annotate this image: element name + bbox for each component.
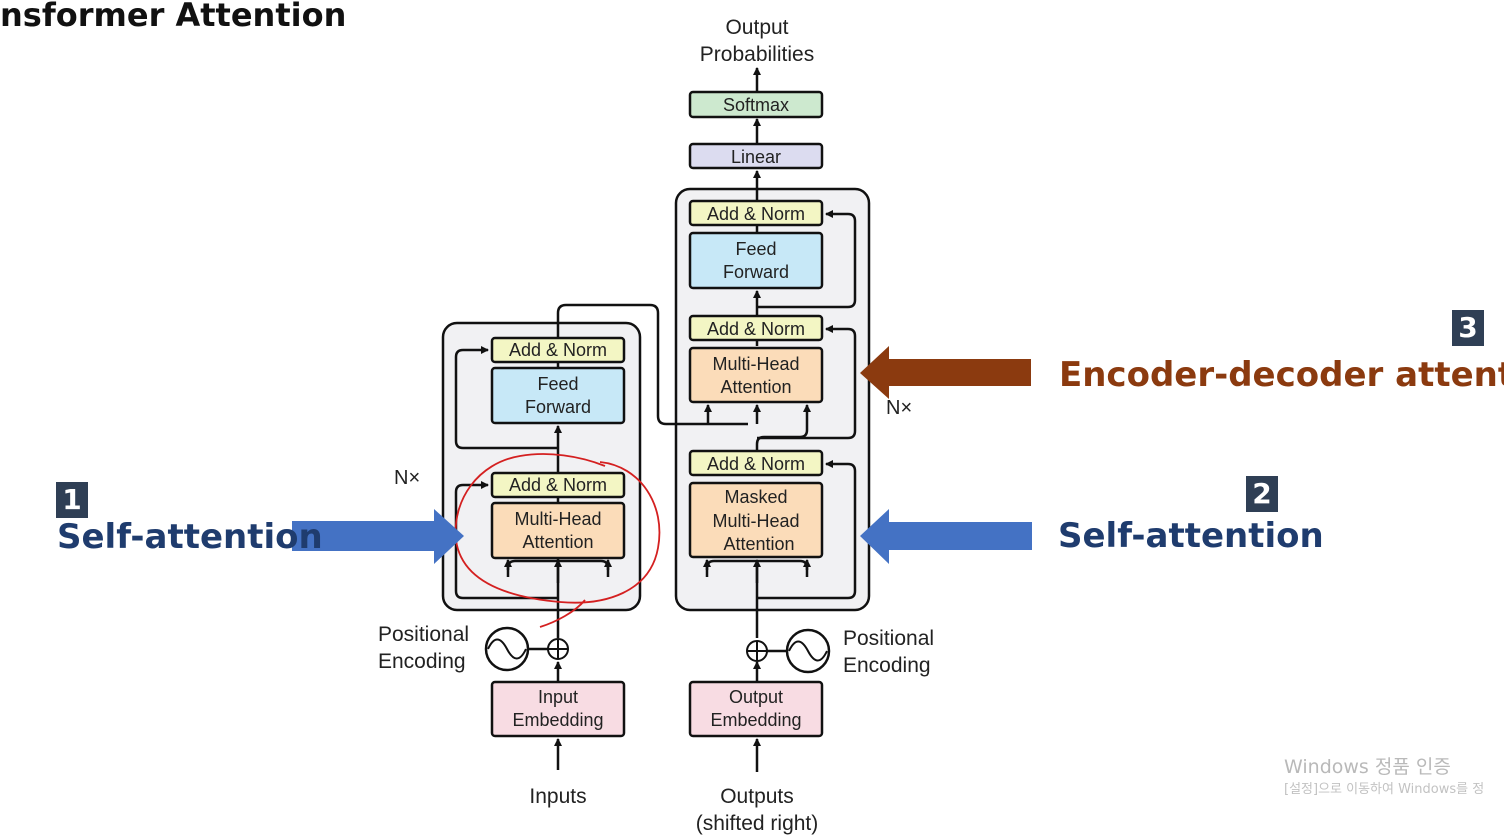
outputs-line2: (shifted right) — [696, 812, 819, 835]
dec-sine-wave-icon — [785, 628, 831, 674]
brown-arrow — [860, 346, 1031, 399]
dec-feed-forward-line2: Forward — [723, 262, 789, 282]
dec-multi-head-attention — [688, 346, 824, 404]
enc-mha-line2: Attention — [522, 532, 593, 552]
dec-masked-line2: Multi-Head — [712, 511, 799, 531]
enc-add-norm-top — [490, 336, 626, 364]
red-highlight-tail — [539, 599, 586, 628]
enc-feed-forward — [490, 366, 626, 425]
softmax-box — [688, 90, 824, 119]
dec-add-norm-top — [688, 199, 824, 227]
inputs-label: Inputs — [529, 785, 586, 808]
dec-masked-multi-head-attention — [688, 481, 824, 559]
annotation-label-2: Self-attention — [1058, 516, 1324, 556]
enc-mha-line1: Multi-Head — [514, 509, 601, 529]
dec-add-norm-bottom — [688, 449, 824, 477]
annotation-badge-1: 1 — [56, 482, 88, 518]
encoder-block — [441, 321, 642, 612]
output-probabilities-line1: Output — [725, 16, 788, 39]
input-embedding-line2: Embedding — [512, 710, 603, 730]
blue-arrow-left — [292, 509, 464, 564]
windows-activation-watermark: Windows 정품 인증 — [1284, 756, 1451, 778]
dec-feed-forward — [688, 231, 824, 290]
output-embedding-box — [688, 680, 824, 738]
dec-mha-line2: Attention — [720, 377, 791, 397]
output-probabilities-line2: Probabilities — [700, 43, 814, 66]
dec-add-norm-bottom-label: Add & Norm — [707, 454, 805, 474]
dec-add-icon — [746, 640, 768, 662]
output-embedding-line2: Embedding — [710, 710, 801, 730]
outputs-line1: Outputs — [720, 785, 794, 808]
enc-feed-forward-line1: Feed — [537, 374, 578, 394]
enc-add-norm-bottom — [490, 471, 626, 499]
enc-add-icon — [547, 638, 569, 660]
enc-add-norm-top-label: Add & Norm — [509, 340, 607, 360]
page-title: nsformer Attention — [0, 0, 347, 34]
dec-add-norm-top-label: Add & Norm — [707, 204, 805, 224]
enc-multi-head-attention — [490, 501, 626, 560]
blue-arrow-right — [860, 509, 1032, 564]
enc-nx-label: N× — [394, 467, 420, 489]
dec-positional-encoding-line2: Encoding — [843, 654, 931, 677]
input-embedding-box — [490, 680, 626, 738]
input-embedding-line1: Input — [538, 687, 578, 707]
dec-nx-label: N× — [886, 397, 912, 419]
annotation-badge-3: 3 — [1452, 310, 1484, 346]
windows-activation-hint: [설정]으로 이동하여 Windows를 정 — [1284, 782, 1485, 797]
dec-add-norm-mid-label: Add & Norm — [707, 319, 805, 339]
enc-add-norm-bottom-label: Add & Norm — [509, 475, 607, 495]
linear-label: Linear — [731, 147, 781, 167]
dec-masked-line1: Masked — [724, 487, 787, 507]
output-embedding-line1: Output — [729, 687, 783, 707]
annotation-label-3: Encoder-decoder attention — [1059, 355, 1504, 395]
dec-feed-forward-line1: Feed — [735, 239, 776, 259]
softmax-label: Softmax — [723, 95, 789, 115]
linear-box — [688, 142, 824, 170]
dec-mha-line1: Multi-Head — [712, 354, 799, 374]
enc-feed-forward-line2: Forward — [525, 397, 591, 417]
enc-positional-encoding-line1: Positional — [378, 623, 469, 646]
dec-positional-encoding-line1: Positional — [843, 627, 934, 650]
red-highlight-circle — [454, 453, 661, 604]
dec-masked-line3: Attention — [723, 534, 794, 554]
enc-positional-encoding-line2: Encoding — [378, 650, 466, 673]
annotation-label-1: Self-attention — [57, 517, 323, 557]
annotation-badge-2: 2 — [1246, 476, 1278, 512]
enc-sine-wave-icon — [484, 626, 530, 672]
dec-add-norm-mid — [688, 314, 824, 342]
